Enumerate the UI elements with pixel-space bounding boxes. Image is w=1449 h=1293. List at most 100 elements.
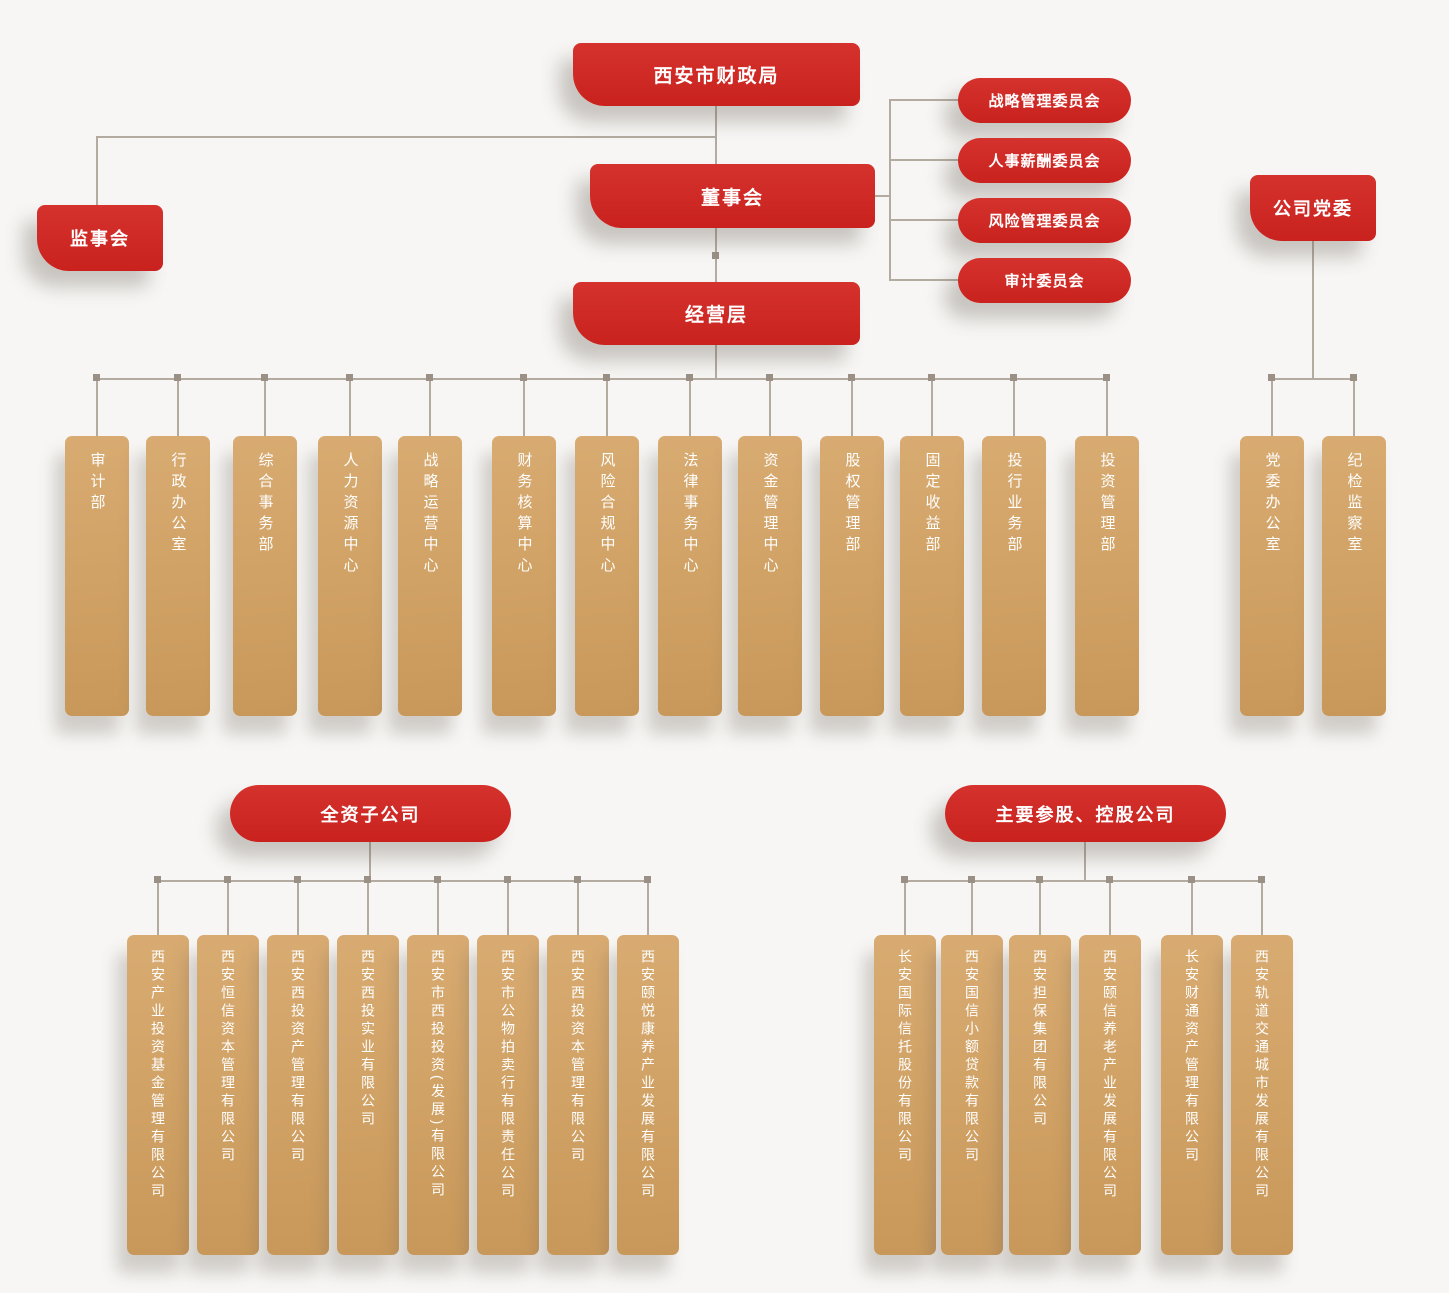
junction-dot [686,374,693,381]
junction-dot [766,374,773,381]
committee-label: 人事薪酬委员会 [988,153,1101,170]
holding-label: 西安国信小额贷款有限公司 [964,949,980,1165]
subsidiary-box-2: 西安西投资产管理有限公司 [267,935,329,1255]
junction-dot [1268,374,1275,381]
junction-dot [1106,876,1113,883]
dept-label: 战略运营中心 [421,452,439,578]
connector [971,880,973,936]
junction-dot [426,374,433,381]
connector [96,378,98,437]
dept-box-10: 固定收益部 [900,436,964,716]
party-office-label: 纪检监察室 [1345,452,1363,557]
wholly-owned-header: 全资子公司 [230,785,511,842]
dept-box-8: 资金管理中心 [738,436,802,716]
connector [1039,880,1041,936]
connector [1353,378,1355,437]
connector [890,219,958,221]
junction-dot [93,374,100,381]
node-supervisory-board: 监事会 [37,205,163,271]
junction-dot [928,374,935,381]
connector [264,378,266,437]
connector [367,880,369,936]
dept-label: 法律事务中心 [681,452,699,578]
dept-label: 风险合规中心 [598,452,616,578]
connector [437,880,439,936]
holding-label: 西安轨道交通城市发展有限公司 [1254,949,1270,1201]
connector [177,378,179,437]
node-finance-bureau: 西安市财政局 [573,43,860,106]
subsidiary-label: 西安颐悦康养产业发展有限公司 [640,949,656,1201]
junction-dot [1103,374,1110,381]
junction-dot [364,876,371,883]
holding-box-0: 长安国际信托股份有限公司 [874,935,936,1255]
junction-dot [644,876,651,883]
junction-dot [574,876,581,883]
subsidiary-box-1: 西安恒信资本管理有限公司 [197,935,259,1255]
dept-box-11: 投行业务部 [982,436,1046,716]
junction-dot [504,876,511,883]
connector [523,378,525,437]
subsidiary-label: 西安恒信资本管理有限公司 [220,949,236,1165]
connector [1272,378,1355,380]
holding-box-3: 西安颐信养老产业发展有限公司 [1079,935,1141,1255]
dept-box-7: 法律事务中心 [658,436,722,716]
dept-label: 财务核算中心 [515,452,533,578]
connector [1312,241,1314,378]
dept-box-2: 综合事务部 [233,436,297,716]
dept-label: 投行业务部 [1005,452,1023,557]
junction-dot [294,876,301,883]
junction-dot [1036,876,1043,883]
dept-box-3: 人力资源中心 [318,436,382,716]
connector [349,378,351,437]
holding-label: 西安颐信养老产业发展有限公司 [1102,949,1118,1201]
dept-box-6: 风险合规中心 [575,436,639,716]
connector [689,378,691,437]
committee-audit: 审计委员会 [958,258,1131,303]
connector [429,378,431,437]
connector [297,880,299,936]
dept-box-1: 行政办公室 [146,436,210,716]
dept-label: 资金管理中心 [761,452,779,578]
connector [1106,378,1108,437]
connector [157,880,159,936]
connector [96,136,98,205]
dept-label: 股权管理部 [843,452,861,557]
dept-label: 行政办公室 [169,452,187,557]
junction-dot [346,374,353,381]
dept-box-5: 财务核算中心 [492,436,556,716]
committee-label: 审计委员会 [1004,273,1085,290]
connector [606,378,608,437]
subsidiary-box-0: 西安产业投资基金管理有限公司 [127,935,189,1255]
wholly-owned-title: 全资子公司 [320,804,421,825]
node-board-label: 董事会 [700,187,764,209]
connector [890,279,958,281]
junction-dot [1188,876,1195,883]
node-party-committee: 公司党委 [1250,175,1376,241]
connector [577,880,579,936]
connector [905,880,1262,882]
subsidiary-box-3: 西安西投实业有限公司 [337,935,399,1255]
connector [158,880,648,882]
node-supervisory-board-label: 监事会 [70,229,130,249]
committee-hr-compensation: 人事薪酬委员会 [958,138,1131,183]
subsidiary-box-4: 西安市西投投资(发展)有限公司 [407,935,469,1255]
connector [1109,880,1111,936]
connector [890,159,958,161]
holding-box-2: 西安担保集团有限公司 [1009,935,1071,1255]
subsidiary-label: 西安产业投资基金管理有限公司 [150,949,166,1201]
holding-label: 西安担保集团有限公司 [1032,949,1048,1129]
connector [769,378,771,437]
holding-box-5: 西安轨道交通城市发展有限公司 [1231,935,1293,1255]
dept-label: 审计部 [88,452,106,515]
dept-box-4: 战略运营中心 [398,436,462,716]
node-finance-bureau-label: 西安市财政局 [653,66,780,87]
node-management-label: 经营层 [684,305,748,326]
connector [1084,842,1086,881]
committee-risk: 风险管理委员会 [958,198,1131,243]
subsidiary-box-5: 西安市公物拍卖行有限责任公司 [477,935,539,1255]
committee-label: 战略管理委员会 [988,93,1101,110]
connector [875,195,890,197]
junction-dot [261,374,268,381]
junction-dot [154,876,161,883]
